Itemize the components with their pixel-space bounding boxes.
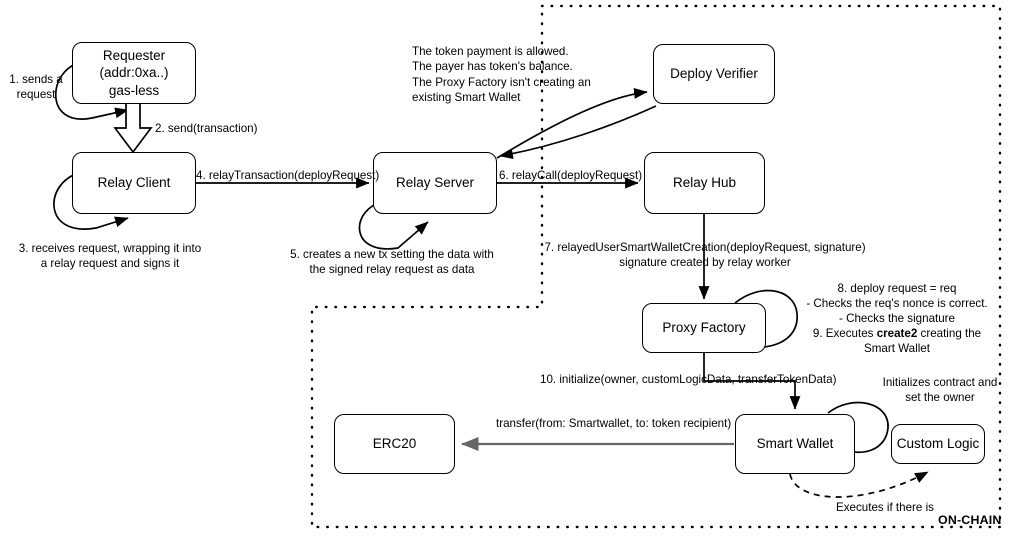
node-requester-line3: gas-less <box>108 82 160 98</box>
arrow-smart-wallet-self-loop <box>827 401 889 459</box>
node-relay-hub[interactable]: Relay Hub <box>644 152 765 214</box>
arrow-server-to-verifier <box>496 87 648 159</box>
label-step9-prefix: 9. Executes <box>812 327 877 340</box>
label-verifier-note: The token payment is allowed. The payer … <box>412 45 591 104</box>
node-deploy-verifier[interactable]: Deploy Verifier <box>653 44 775 104</box>
arrow-step10 <box>703 353 801 410</box>
label-step4: 4. relayTransaction(deployRequest) <box>196 169 380 182</box>
label-transfer: transfer(from: Smartwallet, to: token re… <box>496 417 732 430</box>
arrow-step1-self-loop <box>55 61 129 120</box>
label-step5: 5. creates a new tx setting the data wit… <box>290 248 494 277</box>
label-step2: 2. send(transaction) <box>155 122 258 135</box>
label-step8-line2: - Checks the req's nonce is correct. <box>806 297 988 310</box>
node-deploy-verifier-label: Deploy Verifier <box>670 66 758 82</box>
arrow-step2-block <box>113 102 153 154</box>
arrow-step8-self-loop <box>734 289 798 354</box>
node-smart-wallet[interactable]: Smart Wallet <box>735 414 855 474</box>
node-requester[interactable]: Requester (addr:0xa..) gas-less <box>72 42 196 104</box>
label-step9-create2: create2 <box>876 327 918 340</box>
node-custom-logic-label: Custom Logic <box>896 436 980 452</box>
node-requester-line1: Requester <box>102 48 166 64</box>
label-step10: 10. initialize(owner, customLogicData, t… <box>540 373 837 386</box>
label-initializes-contract: Initializes contract and set the owner <box>882 376 998 405</box>
node-proxy-factory[interactable]: Proxy Factory <box>642 303 766 353</box>
node-requester-line2: (addr:0xa..) <box>99 65 169 81</box>
node-relay-client-label: Relay Client <box>97 175 171 191</box>
node-relay-server[interactable]: Relay Server <box>373 152 497 214</box>
node-proxy-factory-label: Proxy Factory <box>662 320 746 336</box>
label-step9-line1: 9. Executes create2 creating the <box>790 326 1004 341</box>
label-step9-line2: Smart Wallet <box>864 342 930 355</box>
label-on-chain: ON-CHAIN <box>938 513 1002 527</box>
node-smart-wallet-label: Smart Wallet <box>756 436 834 452</box>
label-step6: 6. relayCall(deployRequest) <box>499 169 643 182</box>
label-step1: 1. sends a request <box>9 73 63 102</box>
label-step7: 7. relayedUserSmartWalletCreation(deploy… <box>544 241 866 270</box>
label-step8-line3: - Checks the signature <box>839 312 955 325</box>
label-executes-if-there-is: Executes if there is <box>836 501 934 514</box>
arrow-verifier-to-server <box>499 105 657 160</box>
label-step8-line1: 8. deploy request = req <box>837 282 957 295</box>
node-erc20-label: ERC20 <box>372 436 417 452</box>
arrow-step3-self-loop <box>53 171 129 230</box>
node-erc20[interactable]: ERC20 <box>334 414 455 474</box>
node-custom-logic[interactable]: Custom Logic <box>891 424 985 464</box>
label-step3: 3. receives request, wrapping it into a … <box>18 242 202 271</box>
node-relay-hub-label: Relay Hub <box>672 175 737 191</box>
node-relay-server-label: Relay Server <box>395 175 475 191</box>
arrow-executes-if-there-is <box>789 471 929 498</box>
label-step9-suffix: creating the <box>917 327 982 340</box>
node-relay-client[interactable]: Relay Client <box>72 152 196 214</box>
